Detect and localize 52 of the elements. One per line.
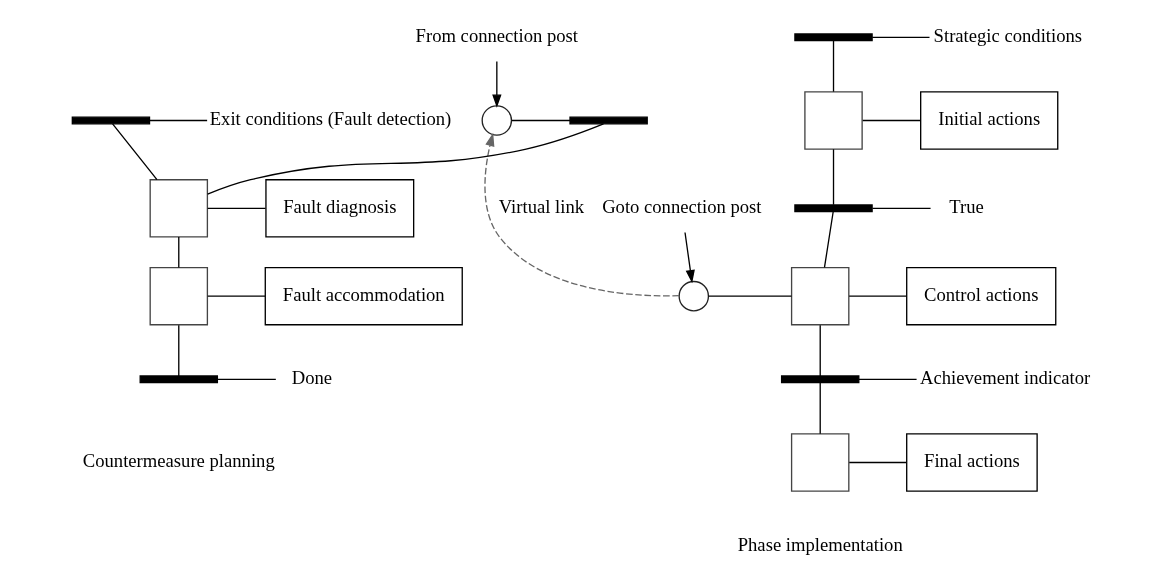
node-text: Achievement indicator [920, 367, 1091, 389]
connector [707, 295, 793, 297]
node-text: Exit conditions (Fault detection) [209, 108, 452, 130]
node-box: Fault diagnosis [265, 179, 415, 238]
label: Countermeasure planning [82, 450, 275, 472]
node-text: Goto connection post [602, 196, 762, 218]
connector [832, 148, 835, 206]
node-box: Fault accommodation [264, 266, 463, 326]
node-box: Final actions [906, 433, 1038, 492]
node-text: Strategic conditions [933, 25, 1083, 47]
connector [148, 119, 208, 122]
node-box [149, 179, 209, 238]
connector [217, 378, 277, 380]
node-box [149, 266, 209, 326]
connector [832, 40, 835, 93]
node-bar [794, 33, 873, 42]
connector [178, 236, 180, 269]
node-box [804, 91, 863, 150]
node-box: Initial actions [920, 91, 1059, 150]
connector [819, 324, 821, 377]
connector [111, 123, 158, 181]
node-text: Done [291, 367, 333, 389]
node-box [790, 433, 850, 492]
connector [178, 324, 180, 377]
connector [871, 36, 931, 38]
node-box: Control actions [906, 266, 1057, 326]
arrow [492, 60, 502, 108]
connector [819, 382, 821, 435]
node-text: True [949, 196, 984, 218]
node-bar [71, 116, 151, 125]
connector [862, 119, 922, 122]
node-bar [794, 204, 873, 213]
connector [848, 461, 907, 464]
connector [823, 211, 834, 269]
arrow [484, 132, 680, 297]
connector [207, 295, 266, 297]
node-text: From connection post [415, 25, 579, 47]
connector [511, 119, 571, 122]
connector [206, 123, 605, 195]
node-bar [569, 116, 648, 125]
connector [858, 378, 918, 380]
connector [848, 295, 908, 297]
label: Phase implementation [737, 533, 903, 555]
node-circle [678, 280, 710, 312]
node-bar [780, 375, 860, 384]
node-bar [139, 375, 219, 384]
arrow [684, 231, 695, 284]
connector [207, 207, 267, 209]
edge-label: Virtual link [498, 196, 585, 218]
node-box [790, 266, 850, 326]
node-circle [481, 105, 513, 136]
connector [871, 207, 932, 209]
